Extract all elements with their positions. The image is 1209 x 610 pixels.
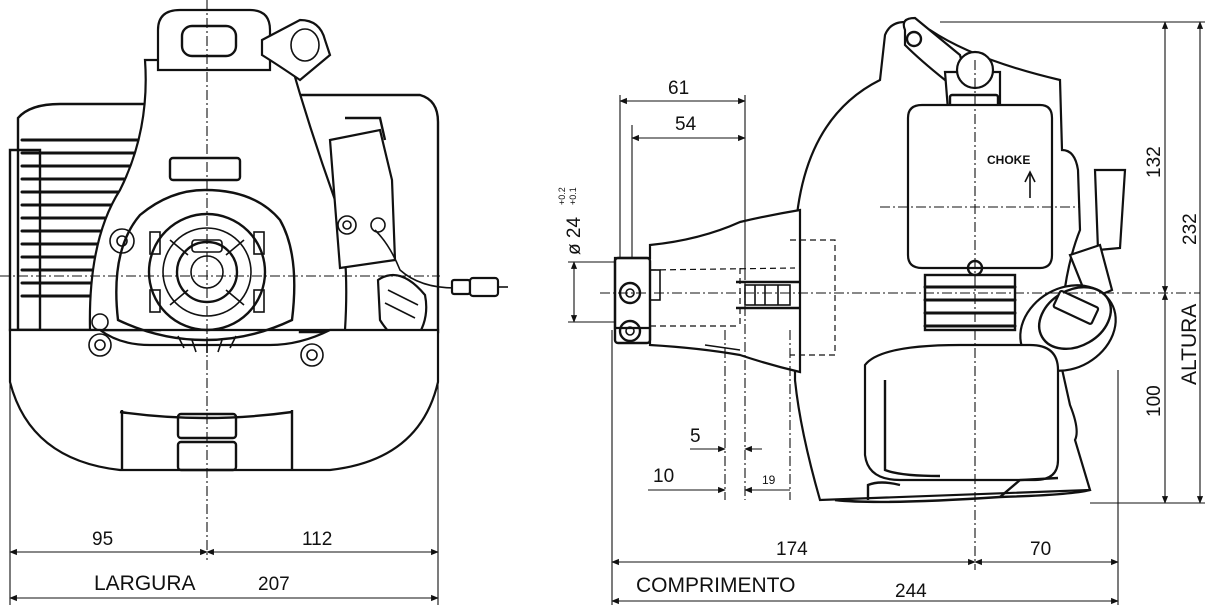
bore-tol-upper: +0.2 xyxy=(557,187,567,205)
dim-5-label: 5 xyxy=(690,426,701,447)
width-value: 207 xyxy=(258,574,290,595)
dim-100-label: 100 xyxy=(1144,385,1165,417)
length-label: COMPRIMENTO xyxy=(636,574,795,597)
width-label: LARGURA xyxy=(94,572,196,595)
bore-tol-lower: +0.1 xyxy=(568,187,578,205)
dim-10-label: 10 xyxy=(653,466,674,487)
dim-61-label: 61 xyxy=(668,78,689,99)
choke-label: CHOKE xyxy=(987,153,1030,167)
dim-112-label: 112 xyxy=(302,529,332,550)
dim-19-label: 19 xyxy=(762,473,776,487)
bore-dimension-label: ø 24 +0.2 +0.1 xyxy=(557,187,585,255)
dim-95-label: 95 xyxy=(92,529,113,550)
dim-174-label: 174 xyxy=(776,539,808,560)
length-value: 244 xyxy=(895,581,927,602)
dim-132-label: 132 xyxy=(1144,146,1165,178)
front-view-engine xyxy=(8,8,508,472)
dim-70-label: 70 xyxy=(1030,539,1051,560)
bore-label: ø 24 xyxy=(564,217,585,255)
height-value: 232 xyxy=(1180,213,1201,245)
height-label: ALTURA xyxy=(1178,304,1201,385)
dim-54-label: 54 xyxy=(675,114,697,135)
side-view-engine xyxy=(613,16,1127,504)
